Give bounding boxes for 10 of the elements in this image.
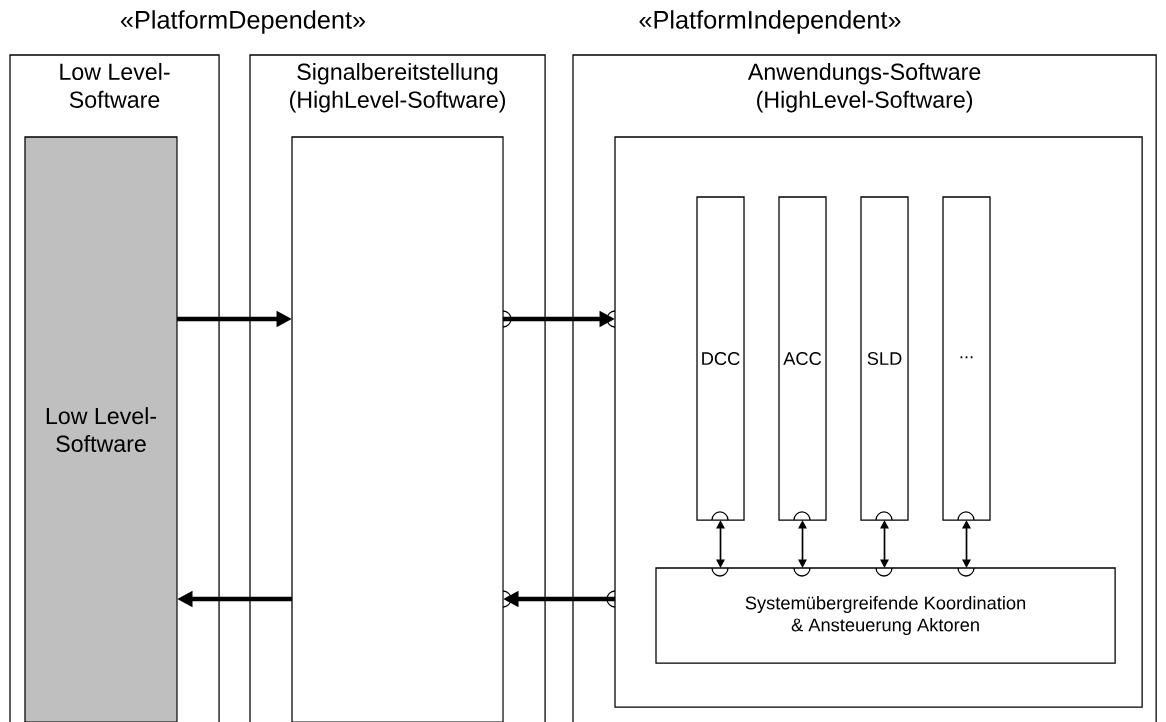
stereotype-label: «PlatformDependent» <box>120 10 366 34</box>
component-box: Low Level-Software <box>24 136 178 722</box>
component-box: DCC <box>696 196 745 521</box>
component-box <box>291 136 504 722</box>
component-box: SLD <box>860 196 909 521</box>
stereotype-label: «PlatformIndependent» <box>639 10 901 34</box>
component-box: Systemübergreifende Koordination & Ansteuerung Aktoren <box>655 567 1116 664</box>
component-box: ... <box>942 196 991 521</box>
column-frame: Signalbereitstellung (HighLevel-Software) <box>249 54 546 722</box>
component-box: ACC <box>778 196 827 521</box>
